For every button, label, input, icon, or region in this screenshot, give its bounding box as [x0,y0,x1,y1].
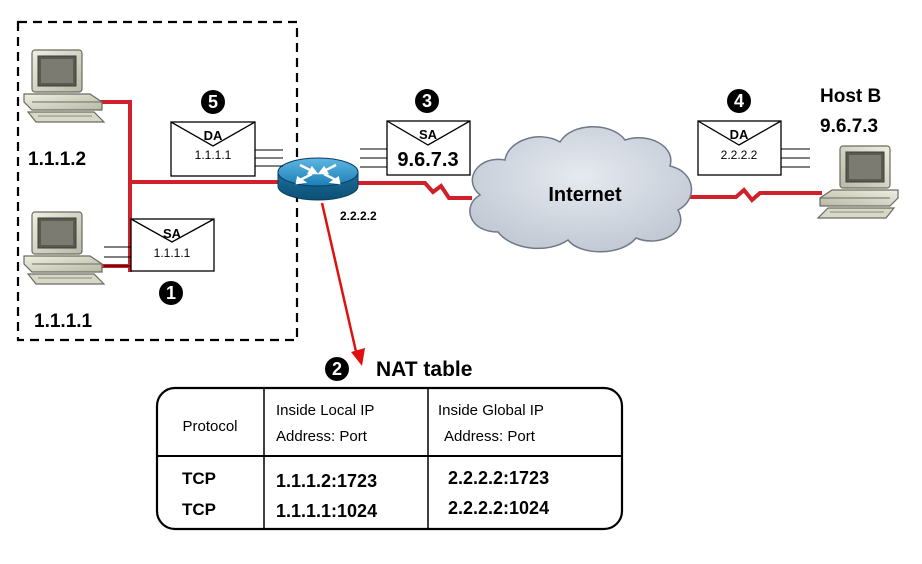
step-4-marker: 4 [727,89,751,113]
wan-link-router-internet [358,181,472,200]
header-protocol: Protocol [182,418,237,435]
step-3-number: 3 [422,91,432,111]
packet-3-tag: SA [419,127,438,142]
host-b-name: Host B [820,86,881,107]
step-5-number: 5 [208,92,218,112]
host-b-pc-icon [817,145,899,219]
host-b-ip: 9.6.7.3 [820,116,878,137]
row-1-global: 2.2.2.2:1723 [448,468,549,488]
internet-label: Internet [548,184,622,206]
row-1-protocol: TCP [182,469,216,488]
pc-top-ip-label: 1.1.1.2 [28,149,86,170]
pc-bottom-ip-label: 1.1.1.1 [34,311,93,332]
nat-lookup-arrow [320,202,365,366]
row-2-protocol: TCP [182,500,216,519]
router-icon [277,157,359,201]
packet-3-addr: 9.6.7.3 [397,149,458,171]
packet-4-envelope: DA 2.2.2.2 [697,120,810,176]
step-2-marker: 2 [325,357,349,381]
wan-link-internet-hostb [676,187,822,203]
packet-4-addr: 2.2.2.2 [721,148,758,162]
packet-1-envelope: SA 1.1.1.1 [104,218,215,272]
step-1-marker: 1 [159,281,183,305]
step-3-marker: 3 [415,89,439,113]
step-1-number: 1 [166,283,176,303]
step-2-number: 2 [332,359,342,379]
header-local-1: Inside Local IP [276,402,374,419]
packet-5-addr: 1.1.1.1 [195,148,232,162]
header-local-2: Address: Port [276,428,368,445]
packet-4-tag: DA [730,127,749,142]
nat-table-title: NAT table [376,358,472,381]
packet-3-envelope: SA 9.6.7.3 [360,120,471,176]
row-1-local: 1.1.1.2:1723 [276,471,377,491]
internet-cloud: Internet [469,126,693,253]
step-5-marker: 5 [201,90,225,114]
header-global-2: Address: Port [444,428,536,445]
packet-1-addr: 1.1.1.1 [154,246,191,260]
pc-top-icon [23,49,105,123]
pc-bottom-icon [23,211,105,285]
step-4-number: 4 [734,91,744,111]
packet-5-tag: DA [204,128,223,143]
header-global-1: Inside Global IP [438,402,544,419]
packet-1-tag: SA [163,226,182,241]
nat-table: Protocol Inside Local IP Address: Port I… [155,386,624,531]
packet-5-envelope: DA 1.1.1.1 [170,121,283,177]
router-outside-ip: 2.2.2.2 [340,209,377,223]
row-2-local: 1.1.1.1:1024 [276,501,377,521]
row-2-global: 2.2.2.2:1024 [448,498,549,518]
